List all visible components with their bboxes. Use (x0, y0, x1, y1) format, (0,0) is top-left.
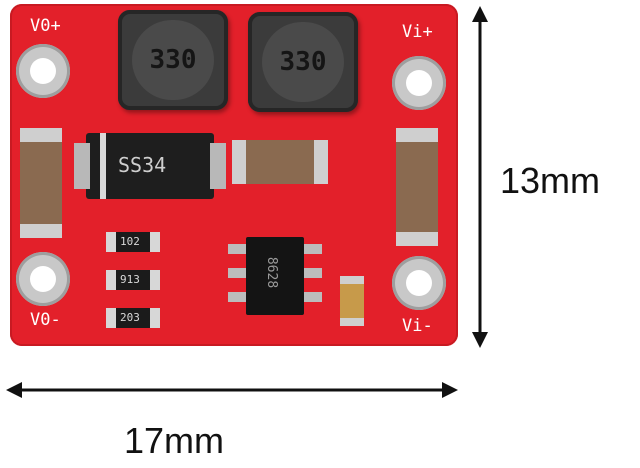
resistor-203: 203 (106, 308, 160, 328)
ic-pin (300, 244, 322, 254)
capacitor-center (232, 140, 328, 184)
mounting-hole-bottom-right (392, 256, 446, 310)
pad-label-bottom-left: V0- (30, 310, 61, 330)
ic-pin (228, 292, 250, 302)
height-arrow-head-bottom (472, 332, 488, 348)
pad-label-top-right: Vi+ (402, 22, 433, 42)
pad-label-bottom-right: Vi- (402, 316, 433, 336)
inductor-left-marking: 330 (149, 45, 197, 75)
ic-pin (228, 244, 250, 254)
ic-pin (300, 292, 322, 302)
inductor-right-marking: 330 (279, 47, 327, 77)
width-arrow-head-right (442, 382, 458, 398)
capacitor-small (340, 276, 364, 326)
pad-label-top-left: V0+ (30, 16, 61, 36)
width-dimension-label: 17mm (124, 420, 225, 461)
width-arrow-head-left (6, 382, 22, 398)
resistor-203-marking: 203 (120, 311, 140, 324)
regulator-ic: 8628 (246, 237, 304, 315)
height-dimension-label: 13mm (500, 160, 601, 201)
capacitor-right (396, 128, 438, 246)
ic-pin (228, 268, 250, 278)
diode-marking: SS34 (118, 153, 167, 177)
inductor-right: 330 (248, 12, 358, 112)
mounting-hole-top-left (16, 44, 70, 98)
resistor-102-marking: 102 (120, 235, 140, 248)
resistor-913-marking: 913 (120, 273, 140, 286)
ic-pin (300, 268, 322, 278)
resistor-102: 102 (106, 232, 160, 252)
inductor-left: 330 (118, 10, 228, 110)
capacitor-left (20, 128, 62, 238)
mounting-hole-top-right (392, 56, 446, 110)
schottky-diode: SS34 (74, 133, 226, 199)
resistor-913: 913 (106, 270, 160, 290)
height-arrow-head-top (472, 6, 488, 22)
mounting-hole-bottom-left (16, 252, 70, 306)
